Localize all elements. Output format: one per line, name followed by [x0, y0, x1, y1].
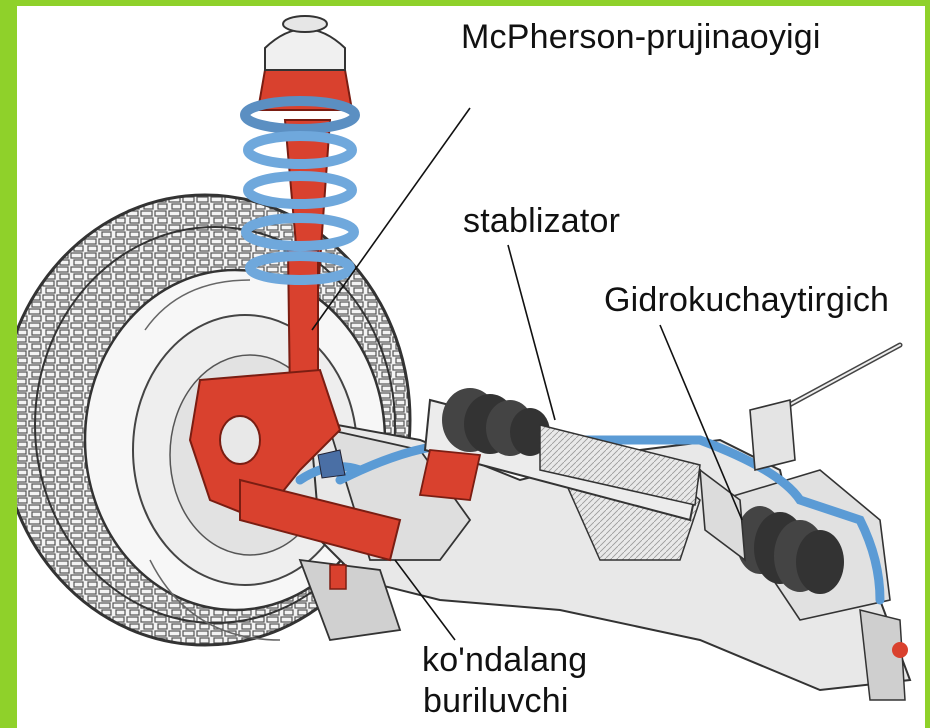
label-power-steering: Gidrokuchaytirgich: [604, 283, 889, 317]
rack-boot-left: [442, 388, 550, 456]
suspension-illustration: [17, 6, 925, 728]
label-stabilizer: stablizator: [463, 204, 620, 238]
label-transverse-line2: buriluvchi: [423, 684, 569, 718]
frame-right-border: [925, 0, 930, 728]
label-transverse-line1: ko'ndalang: [422, 643, 587, 677]
label-mcpherson-strut: McPherson-prujinaoyigi: [461, 20, 821, 54]
frame-left-border: [0, 0, 17, 728]
leader-stablizator: [508, 245, 555, 420]
top-mount: [265, 16, 345, 70]
